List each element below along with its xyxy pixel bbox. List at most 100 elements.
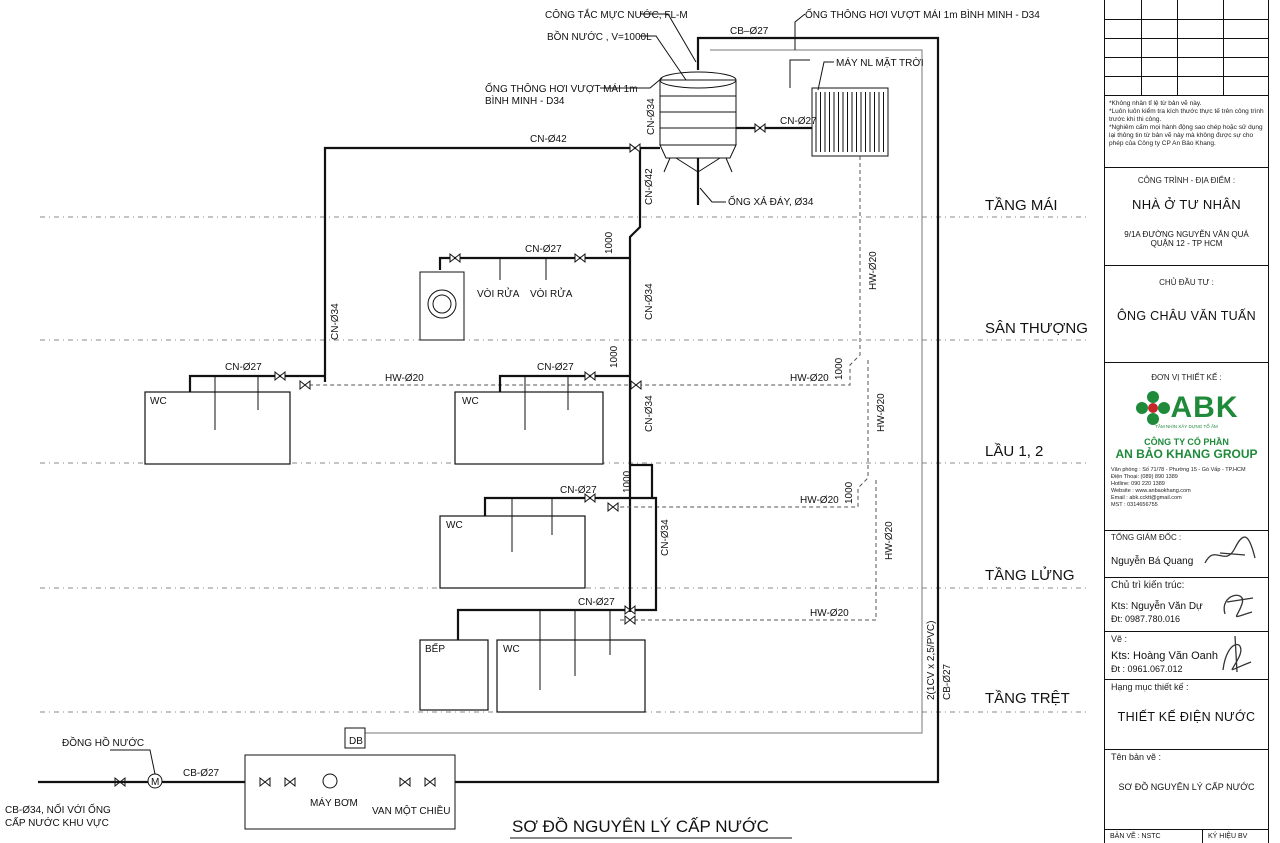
pipe-label-cn27-terrace: CN-Ø27 <box>525 244 562 255</box>
title-block: *Không nhân tỉ lệ từ bản vẽ này. *Luôn l… <box>1104 0 1269 843</box>
company-office: Văn phòng : Số 71/78 - Phường 15 - Gò Vấ… <box>1111 467 1246 473</box>
project-address-1: 9/1A ĐƯỜNG NGUYỄN VĂN QUÁ <box>1124 230 1249 239</box>
company-logo: ABK <box>1105 390 1268 426</box>
valve-icon <box>424 776 436 788</box>
drawn-name: Kts: Hoàng Văn Oanh <box>1111 650 1219 662</box>
label-source-1: CB-Ø34, NỐI VỚI ỐNG <box>5 802 111 816</box>
floor-label-roof: TẦNG MÁI <box>985 197 1058 214</box>
pipe-label-cn42-top: CN-Ø42 <box>530 134 567 145</box>
project-section: CÔNG TRÌNH - ĐỊA ĐIỂM : NHÀ Ở TƯ NHÂN 9/… <box>1105 167 1268 265</box>
architect-name: Kts: Nguyễn Văn Dự <box>1111 601 1203 612</box>
floor-label-ground: TẦNG TRỆT <box>985 690 1070 707</box>
drawing-title: SƠ ĐỒ NGUYÊN LÝ CẤP NƯỚC <box>512 817 769 836</box>
drawing-symbol: KÝ HIỆU BV <box>1208 833 1248 840</box>
label-source-2: CẤP NƯỚC KHU VỰC <box>5 816 109 829</box>
faucet-label-1: VÒI RỬA <box>477 287 520 300</box>
floor-label-terrace: SÂN THƯỢNG <box>985 320 1088 337</box>
drawn-section: Vẽ : Kts: Hoàng Văn Oanh Đt : 0961.067.0… <box>1105 631 1268 679</box>
sheet-number-section: BẢN VẼ : NSTC KÝ HIỆU BV <box>1105 829 1268 843</box>
notes-section: *Không nhân tỉ lệ từ bản vẽ này. *Luôn l… <box>1105 95 1268 167</box>
pipe-label-hw20-2: HW-Ø20 <box>876 393 887 432</box>
valve-icon <box>449 252 461 264</box>
note-1: *Không nhân tỉ lệ từ bản vẽ này. <box>1109 100 1202 107</box>
wc-label-mezz: WC <box>446 520 463 531</box>
water-meter-symbol: M <box>151 777 159 788</box>
sheet-label: Tên bản vẽ : <box>1111 752 1162 762</box>
pipe-label-cn27-mezz: CN-Ø27 <box>560 485 597 496</box>
valves <box>114 122 766 788</box>
valve-icon <box>629 142 641 154</box>
mezzanine-bathroom: CN-Ø27 WC <box>439 463 654 589</box>
pipe-label-cn34-left: CN-Ø34 <box>330 303 341 340</box>
pipe-label-cn42-vertical: CN-Ø42 <box>644 168 655 205</box>
category-section: Hạng mục thiết kế : THIẾT KẾ ĐIỆN NƯỚC <box>1105 679 1268 749</box>
pipe-label-cn34-riser-1: CN-Ø34 <box>644 283 655 320</box>
category-label: Hạng mục thiết kế : <box>1111 682 1189 692</box>
pipe-label-cb27-vertical: CB-Ø27 <box>942 663 953 700</box>
floor-label-floor-1-2: LẦU 1, 2 <box>985 443 1043 460</box>
pipe-label-hw20-mezz: HW-Ø20 <box>800 495 839 506</box>
company-phone: Điện Thoại: (089) 890 1389 <box>1111 474 1178 480</box>
label-vent-right: ỐNG THÔNG HƠI VƯỢT MÁI 1m BÌNH MINH - D3… <box>805 7 1040 21</box>
label-level-switch: CÔNG TẮC MỰC NƯỚC, FL-M <box>545 8 688 21</box>
architect-phone: Đt: 0987.780.016 <box>1111 614 1181 624</box>
valve-icon <box>584 492 596 504</box>
valve-icon <box>259 776 271 788</box>
valve-icon <box>574 252 586 264</box>
designer-label: ĐƠN VỊ THIẾT KẾ : <box>1151 373 1222 382</box>
valve-icon <box>284 776 296 788</box>
designer-section: ĐƠN VỊ THIẾT KẾ : ABK TẦM NHÌN XÂY DỰNG … <box>1105 362 1268 530</box>
kitchen-room <box>419 639 489 711</box>
label-drain: ỐNG XẢ ĐÁY, Ø34 <box>728 194 814 208</box>
sheet-section: Tên bản vẽ : SƠ ĐỒ NGUYÊN LÝ CẤP NƯỚC <box>1105 749 1268 829</box>
plumbing-diagram: TẦNG MÁI SÂN THƯỢNG LẦU 1, 2 TẦNG LỬNG T… <box>5 7 1090 839</box>
drawn-phone: Đt : 0961.067.012 <box>1111 664 1183 674</box>
cold-water-main: CN-Ø42 CN-Ø42 CN-Ø34 CN-Ø34 CN-Ø34 CN-Ø3… <box>323 98 855 612</box>
project-address-2: QUẬN 12 - TP HCM <box>1150 239 1223 248</box>
director-signature <box>1204 536 1256 564</box>
kitchen-label: BẾP <box>425 642 445 655</box>
washing-machine <box>419 271 465 341</box>
abk-flower-icon <box>1135 391 1170 425</box>
company-name-1: CÔNG TY CỔ PHẦN <box>1144 437 1229 447</box>
wc-label-ground: WC <box>503 644 520 655</box>
water-tank <box>659 71 737 205</box>
project-name: NHÀ Ở TƯ NHÂN <box>1132 197 1241 212</box>
pipe-label-cn27-ground: CN-Ø27 <box>578 597 615 608</box>
architect-section: Chủ trì kiến trúc: Kts: Nguyễn Văn Dự Đt… <box>1105 577 1268 631</box>
valve-icon <box>584 370 596 382</box>
logo-slogan: TẦM NHÌN XÂY DỰNG TỔ ẤM <box>1155 424 1218 429</box>
director-section: TỔNG GIÁM ĐỐC : Nguyễn Bá Quang <box>1105 530 1268 577</box>
pipe-label-hw20-floor1: HW-Ø20 <box>385 373 424 384</box>
pipe-label-hw20-3: HW-Ø20 <box>884 521 895 560</box>
label-solar: MÁY NL MẶT TRỜI <box>836 56 924 69</box>
owner-section: CHỦ ĐẦU TƯ : ÔNG CHÂU VĂN TUẤN <box>1105 265 1268 362</box>
director-name: Nguyễn Bá Quang <box>1111 556 1194 567</box>
label-pump: MÁY BƠM <box>310 796 358 809</box>
wc-room-ground <box>496 639 646 713</box>
valve-icon <box>274 370 286 382</box>
owner-name: ÔNG CHÂU VĂN TUẤN <box>1117 309 1256 323</box>
riser-height-5: 1000 <box>844 481 855 504</box>
valve-icon <box>630 379 642 391</box>
valve-icon <box>754 122 766 134</box>
company-tax: MST : 0314656755 <box>1111 502 1158 508</box>
sheet-name: SƠ ĐỒ NGUYÊN LÝ CẤP NƯỚC <box>1118 782 1255 792</box>
pipe-label-hw20-ground: HW-Ø20 <box>810 608 849 619</box>
riser-height-4: 1000 <box>834 357 845 380</box>
wc-room-2 <box>454 391 604 465</box>
label-vent-left-2: BÌNH MINH - D34 <box>485 94 565 107</box>
pipe-label-hw20-floor1-right: HW-Ø20 <box>790 373 829 384</box>
category-name: THIẾT KẾ ĐIỆN NƯỚC <box>1117 710 1256 724</box>
drawing-code: BẢN VẼ : NSTC <box>1105 830 1203 843</box>
revision-grid <box>1105 0 1268 95</box>
pipe-label-cn34-riser-3: CN-Ø34 <box>660 519 671 556</box>
pump-symbol <box>322 773 338 789</box>
pipe-label-hw20-1: HW-Ø20 <box>868 251 879 290</box>
wc-label-1: WC <box>150 396 167 407</box>
riser-height-1: 1000 <box>604 231 615 254</box>
valve-icon <box>299 379 311 391</box>
pipe-label-cn27-solar: CN-Ø27 <box>780 116 817 127</box>
drawn-signature <box>1222 635 1252 673</box>
hot-water-lines: HW-Ø20 HW-Ø20 HW-Ø20 HW-Ø20 HW-Ø20 HW-Ø2… <box>300 156 895 621</box>
